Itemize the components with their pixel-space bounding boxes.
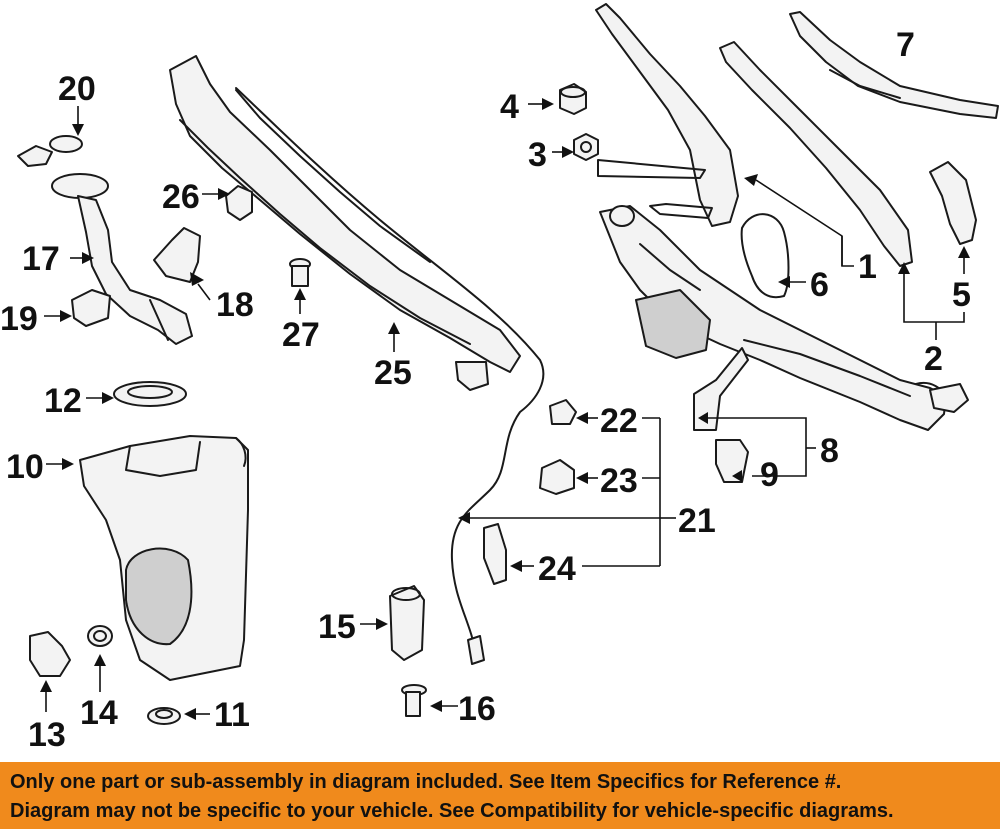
callout-20: 20 xyxy=(58,70,96,108)
callout-17: 17 xyxy=(22,240,60,278)
parts-diagram: 20 17 19 18 26 27 25 12 10 13 14 11 15 1… xyxy=(0,3,999,754)
callout-18: 18 xyxy=(216,286,254,324)
callout-1: 1 xyxy=(858,248,877,286)
part-19-clip xyxy=(71,289,111,327)
callout-27: 27 xyxy=(282,316,320,354)
callout-25: 25 xyxy=(374,354,412,392)
callout-5: 5 xyxy=(952,276,971,314)
part-10-washer-reservoir xyxy=(79,435,249,681)
callout-11: 11 xyxy=(214,696,250,734)
callout-15: 15 xyxy=(318,608,356,646)
part-16-connector xyxy=(401,684,427,717)
callout-21: 21 xyxy=(678,502,716,540)
callout-16: 16 xyxy=(458,690,496,728)
disclaimer-line-1: Only one part or sub-assembly in diagram… xyxy=(10,771,842,793)
callout-3: 3 xyxy=(528,136,547,174)
part-11-grommet xyxy=(147,707,181,725)
callout-6: 6 xyxy=(810,266,829,304)
callout-8: 8 xyxy=(820,432,839,470)
part-26-clip xyxy=(225,185,253,221)
callout-7: 7 xyxy=(896,26,915,64)
callout-10: 10 xyxy=(6,448,44,486)
part-27-pin xyxy=(289,258,311,287)
leader-lines xyxy=(40,98,970,720)
wiper-motor-linkage xyxy=(599,205,969,431)
hose-connector xyxy=(467,635,485,665)
callout-12: 12 xyxy=(44,382,82,420)
part-17-filler-neck xyxy=(51,173,193,345)
callout-19: 19 xyxy=(0,300,38,338)
callout-2: 2 xyxy=(924,340,943,378)
callout-24: 24 xyxy=(538,550,576,588)
callout-9: 9 xyxy=(760,456,779,494)
part-5-arm-cover xyxy=(929,161,977,245)
callout-22: 22 xyxy=(600,402,638,440)
part-12-reservoir-cap xyxy=(113,381,187,407)
callout-23: 23 xyxy=(600,462,638,500)
part-8-bracket xyxy=(693,347,749,431)
part-14-grommet xyxy=(87,625,113,647)
callout-labels: 20 17 19 18 26 27 25 12 10 13 14 11 15 1… xyxy=(0,26,971,754)
part-7-wiper-blade xyxy=(789,11,999,119)
part-20-filler-cap xyxy=(17,135,83,167)
part-3-washer xyxy=(573,133,599,161)
part-2-wiper-arm xyxy=(719,41,913,267)
part-1-wiper-arm xyxy=(595,3,739,227)
part-21-washer-hose xyxy=(235,87,545,655)
disclaimer-line-2: Diagram may not be specific to your vehi… xyxy=(10,800,894,822)
part-23-connector xyxy=(539,459,575,495)
part-6-seal xyxy=(740,213,790,299)
part-22-connector xyxy=(549,399,577,425)
callout-14: 14 xyxy=(80,694,118,732)
part-24-nozzle xyxy=(483,523,507,585)
callout-26: 26 xyxy=(162,178,200,216)
part-15-washer-pump xyxy=(389,585,425,661)
part-18-bracket xyxy=(153,227,201,283)
part-13-sensor xyxy=(29,631,71,677)
part-25-cowl-panel xyxy=(169,55,521,391)
part-9-bracket xyxy=(715,439,749,483)
part-4-nut xyxy=(559,83,587,115)
callout-13: 13 xyxy=(28,716,66,754)
disclaimer-banner: Only one part or sub-assembly in diagram… xyxy=(0,762,1000,829)
callout-4: 4 xyxy=(500,88,519,126)
